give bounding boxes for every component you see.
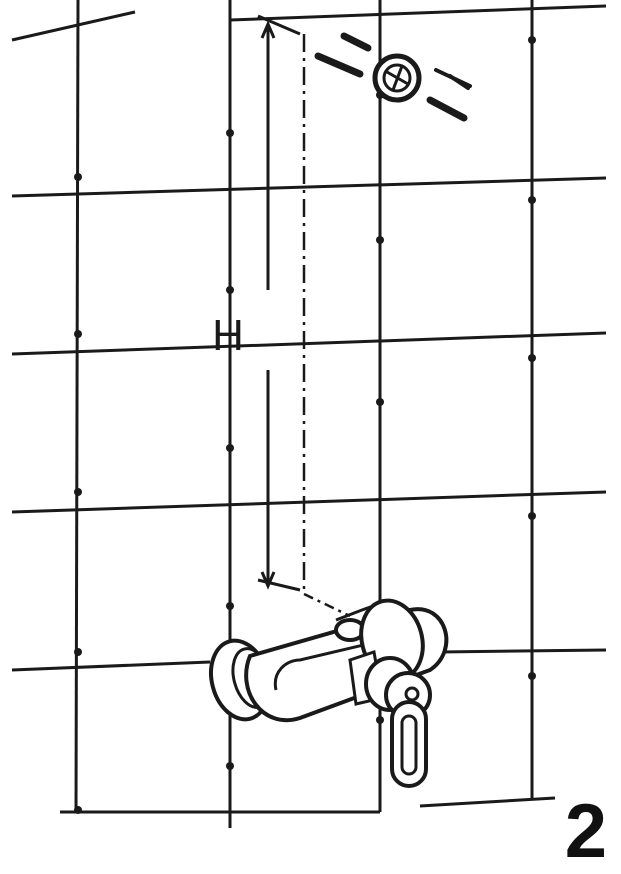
center-dash-line-wall: [303, 592, 351, 618]
grid-dot: [528, 512, 536, 520]
dimension-bottom-tick: [257, 578, 301, 592]
screw-icon: [314, 32, 468, 122]
dimension-top-tick: [257, 14, 301, 36]
grid-dot: [226, 286, 234, 294]
grid-dot: [74, 648, 82, 656]
grid-vertical-line: [74, 0, 80, 813]
grid-dot: [376, 236, 384, 244]
grid-row-line: [419, 796, 556, 808]
screw-icon: [434, 68, 472, 90]
grid-dot: [528, 196, 536, 204]
grid-dot: [528, 672, 536, 680]
dimension-label-h: H: [212, 311, 244, 360]
grid-dot: [226, 762, 234, 770]
grid-dot: [226, 444, 234, 452]
tile-grid: [11, 0, 607, 828]
grid-dot: [74, 488, 82, 496]
grid-row-line: [11, 660, 211, 672]
grid-row-line: [439, 648, 607, 654]
grid-dot: [226, 602, 234, 610]
mixer-lever-handle-icon: [384, 671, 432, 788]
dimension-arrow-bottom: [260, 571, 276, 590]
dimension-arrow-top: [260, 20, 276, 39]
grid-dot: [74, 173, 82, 181]
grid-dot: [74, 806, 82, 814]
grid-dot: [528, 36, 536, 44]
grid-row-line: [11, 331, 607, 356]
grid-dot: [528, 354, 536, 362]
dimension-h: [257, 14, 351, 618]
grid-row-line: [11, 490, 607, 514]
step-number: 2: [564, 789, 607, 874]
grid-dot: [74, 330, 82, 338]
grid-row-line: [11, 10, 136, 42]
grid-row-line: [229, 4, 607, 22]
grid-dot: [376, 398, 384, 406]
grid-dot: [376, 716, 384, 724]
grid-row-line: [11, 176, 607, 198]
wall-anchor-plate-icon: [372, 53, 422, 103]
grid-dot: [226, 129, 234, 137]
